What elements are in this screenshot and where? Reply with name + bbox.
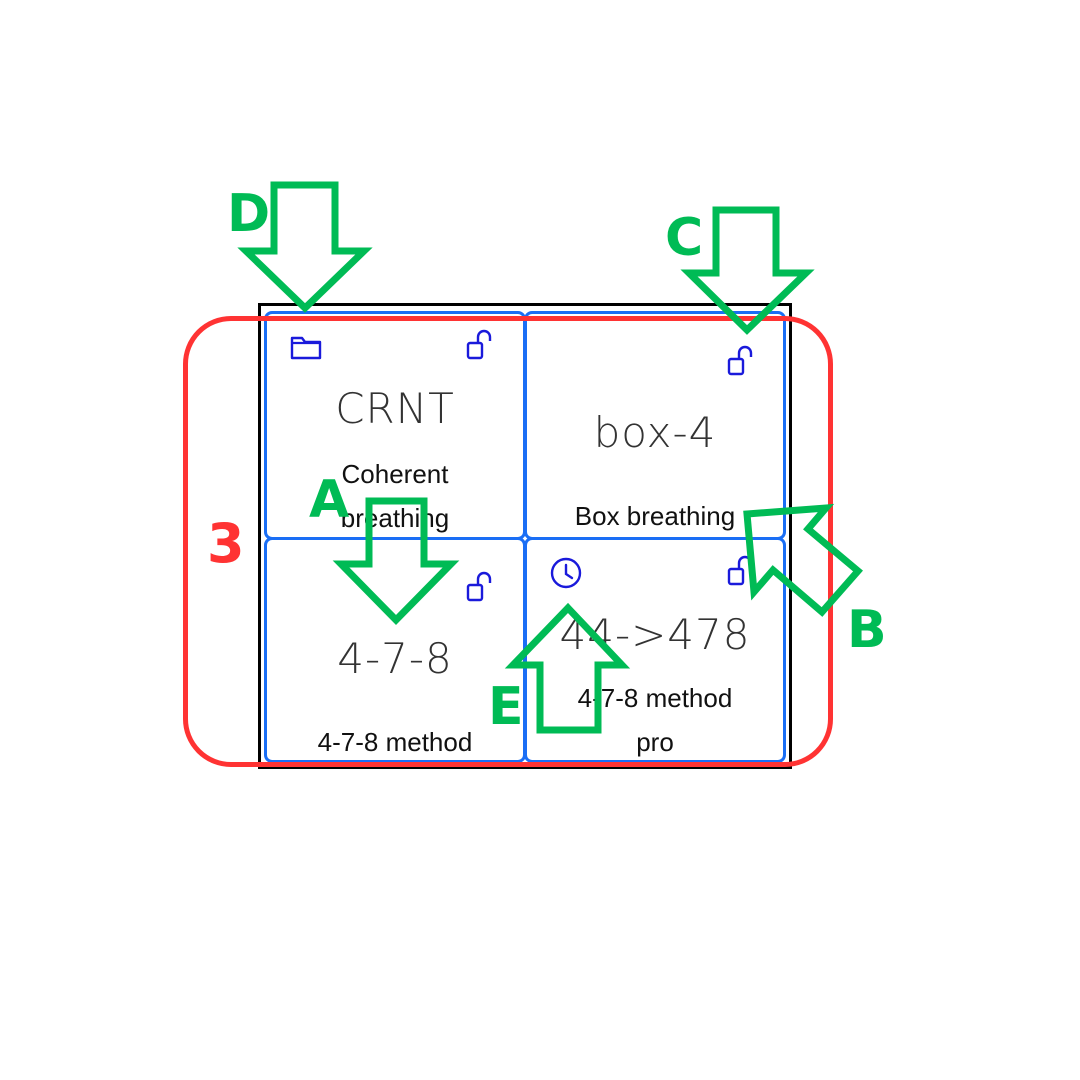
card-name: 4-7-8 method pro bbox=[577, 683, 733, 757]
unlock-icon[interactable] bbox=[725, 344, 759, 378]
card-abbreviation: box-4 bbox=[593, 408, 717, 457]
card-abbreviation: CRNT bbox=[335, 384, 455, 433]
card-abbreviation: 4-7-8 bbox=[337, 634, 453, 683]
region-label: 3 bbox=[207, 512, 245, 575]
marker-label-c: C bbox=[665, 208, 704, 268]
marker-label-a: A bbox=[309, 470, 350, 530]
card-478-method[interactable]: 4-7-8 4-7-8 method bbox=[264, 537, 526, 763]
card-478-method-pro[interactable]: 44->478 4-7-8 method pro bbox=[524, 537, 786, 763]
marker-label-b: B bbox=[847, 600, 887, 660]
folder-icon bbox=[290, 336, 322, 360]
unlock-icon[interactable] bbox=[464, 570, 498, 604]
clock-icon bbox=[550, 557, 582, 589]
marker-label-d: D bbox=[227, 184, 271, 244]
card-name: Box breathing bbox=[574, 501, 736, 531]
marker-label-e: E bbox=[488, 677, 524, 737]
unlock-icon[interactable] bbox=[464, 328, 498, 362]
card-name: Coherent breathing bbox=[340, 459, 450, 533]
card-name: 4-7-8 method bbox=[317, 727, 473, 757]
card-grid-frame bbox=[258, 303, 792, 769]
